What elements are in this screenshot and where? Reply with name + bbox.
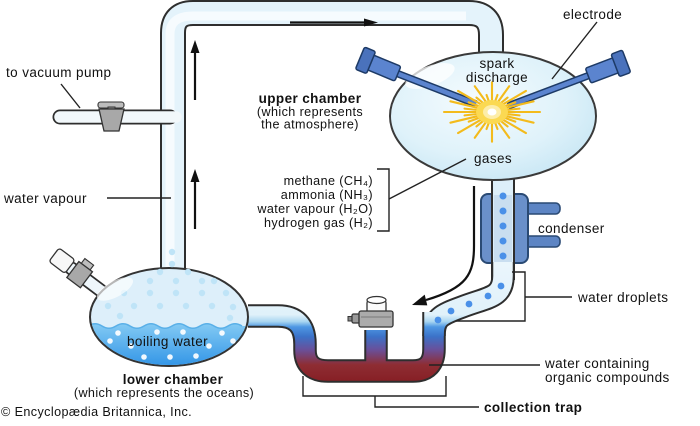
lower-chamber-flask	[89, 248, 249, 367]
flow-arrow-left-lower	[190, 169, 200, 229]
main-loop-tube	[160, 0, 504, 276]
flow-arrow-left-upper	[190, 40, 200, 100]
label-gas-hydrogen: hydrogen gas (H₂)	[264, 216, 373, 230]
label-gases: gases	[474, 151, 512, 166]
flow-arrow-top	[290, 18, 378, 27]
electrode-right	[506, 49, 631, 110]
water-bubbles	[107, 329, 236, 360]
copyright-notice: © Encyclopædia Britannica, Inc.	[1, 405, 192, 419]
label-collection-trap: collection trap	[484, 400, 582, 415]
tube-droplets	[434, 282, 505, 324]
label-upper-chamber: upper chamber	[259, 91, 362, 106]
label-upper-chamber-sub1: (which represents	[257, 105, 363, 119]
spark-discharge-icon	[442, 81, 542, 143]
label-water-droplets: water droplets	[577, 290, 668, 305]
label-gas-ammonia: ammonia (NH₃)	[281, 188, 373, 202]
label-boiling-water: boiling water	[127, 334, 208, 349]
flask-stopper-icon	[49, 248, 111, 299]
label-gas-methane: methane (CH₄)	[284, 174, 373, 188]
label-lower-chamber: lower chamber	[123, 372, 224, 387]
vacuum-stopcock-icon	[97, 101, 125, 132]
label-water-vapour: water vapour	[3, 191, 87, 206]
label-upper-chamber-sub2: the atmosphere)	[261, 118, 359, 132]
label-lower-chamber-sub: (which represents the oceans)	[74, 386, 254, 400]
label-discharge: discharge	[466, 70, 528, 85]
label-condenser: condenser	[538, 221, 605, 236]
trap-stopcock-icon	[347, 295, 394, 328]
vapour-bubbles	[104, 248, 237, 322]
label-gas-water-vapour: water vapour (H₂O)	[256, 202, 373, 216]
label-organic-compounds: organic compounds	[545, 370, 670, 385]
label-to-vacuum-pump: to vacuum pump	[6, 65, 111, 80]
electrode-left	[355, 46, 478, 108]
leader-lines	[60, 21, 598, 408]
vacuum-port	[52, 101, 182, 132]
label-water-containing: water containing	[544, 356, 650, 371]
label-spark: spark	[479, 56, 514, 71]
flow-arrow-condenser	[412, 186, 476, 306]
label-electrode: electrode	[563, 7, 622, 22]
